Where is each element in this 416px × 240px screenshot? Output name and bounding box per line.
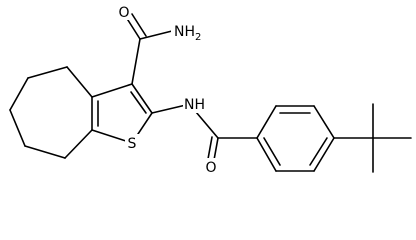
bond-nh-carbonyl xyxy=(195,111,219,139)
bond-ring7-d xyxy=(9,109,26,147)
bond-benz-inner-b xyxy=(309,137,328,166)
bond-ring7-a xyxy=(66,66,93,98)
bond-ring7-e xyxy=(24,145,66,159)
nh-linker-h: H xyxy=(194,97,205,113)
bond-amide-co xyxy=(125,16,141,40)
bond-benz-6 xyxy=(256,137,277,172)
bond-amide-co-double xyxy=(131,13,147,37)
amine-subscript: 2 xyxy=(195,32,201,43)
amine-nh: NH xyxy=(174,24,195,40)
bond-benz-1 xyxy=(256,105,277,139)
chemical-structure: O NH2 NH S O xyxy=(9,3,412,176)
bond-ring7-b xyxy=(27,66,68,79)
bond-benz-3 xyxy=(313,105,335,139)
bond-thio-c3-c2-inner xyxy=(130,91,147,114)
bond-c2-nh xyxy=(151,104,187,114)
bond-amide-cn xyxy=(139,30,173,40)
bond-benz-inner-c xyxy=(263,137,281,166)
bond-thio-c3-c2 xyxy=(131,83,153,114)
atom-labels: O NH2 NH S O xyxy=(117,3,219,176)
amide-amine-label: NH2 xyxy=(174,24,201,43)
bond-benzamide-co-double xyxy=(207,136,213,160)
bond-ring7-c xyxy=(9,77,29,111)
bond-thio-c3a-c3 xyxy=(91,83,133,98)
bonds xyxy=(9,13,412,173)
amide-oxygen-label: O xyxy=(118,5,129,21)
bond-benz-4 xyxy=(313,137,335,172)
thiophene-sulfur-label: S xyxy=(128,136,137,152)
bond-ring7-f xyxy=(64,129,93,159)
bond-benzamide-co xyxy=(213,137,219,161)
bond-c3-carbonyl xyxy=(131,38,141,85)
benzamide-oxygen-label: O xyxy=(205,160,216,176)
nh-linker-label: NH xyxy=(184,97,205,113)
nh-linker-n: N xyxy=(184,97,194,113)
